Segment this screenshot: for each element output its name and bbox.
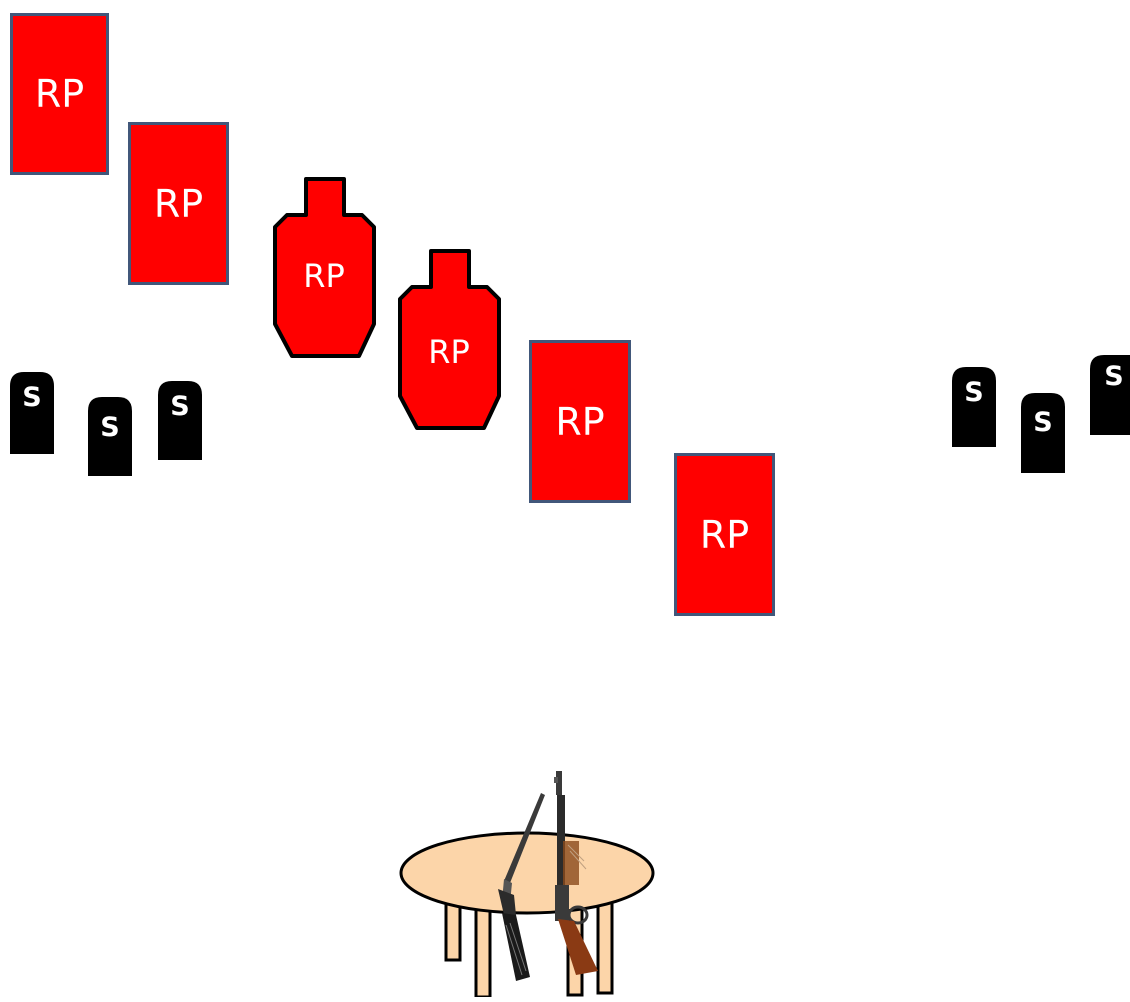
rp-target-4: RP <box>397 249 501 431</box>
rp-target-label: RP <box>555 400 604 444</box>
shotgun-target-right-3: S <box>1090 355 1130 435</box>
shotgun-target-label: S <box>1021 407 1065 438</box>
rp-target-3: RP <box>272 177 376 359</box>
shotgun-target-left-3: S <box>158 381 202 463</box>
shotgun-target-label: S <box>88 412 132 443</box>
rp-target-label: RP <box>35 72 84 116</box>
rp-target-label: RP <box>397 333 501 371</box>
rp-target-label: RP <box>154 182 203 226</box>
rp-target-2: RP <box>128 122 229 285</box>
loading-table <box>398 765 658 997</box>
shotgun-target-label: S <box>1094 361 1130 392</box>
shotgun-target-left-2: S <box>88 397 132 476</box>
rp-target-label: RP <box>272 257 376 295</box>
rp-target-1: RP <box>10 13 109 175</box>
shotgun-target-label: S <box>158 391 202 422</box>
shotgun-target-label: S <box>952 377 996 408</box>
rp-target-6: RP <box>674 453 775 616</box>
shotgun-target-right-2: S <box>1021 393 1065 473</box>
rp-target-label: RP <box>700 513 749 557</box>
shotgun-target-right-1: S <box>952 367 996 447</box>
shotgun-target-left-1: S <box>10 372 54 454</box>
rp-target-5: RP <box>529 340 631 503</box>
rifle-icon <box>398 765 658 997</box>
shotgun-target-label: S <box>10 382 54 413</box>
